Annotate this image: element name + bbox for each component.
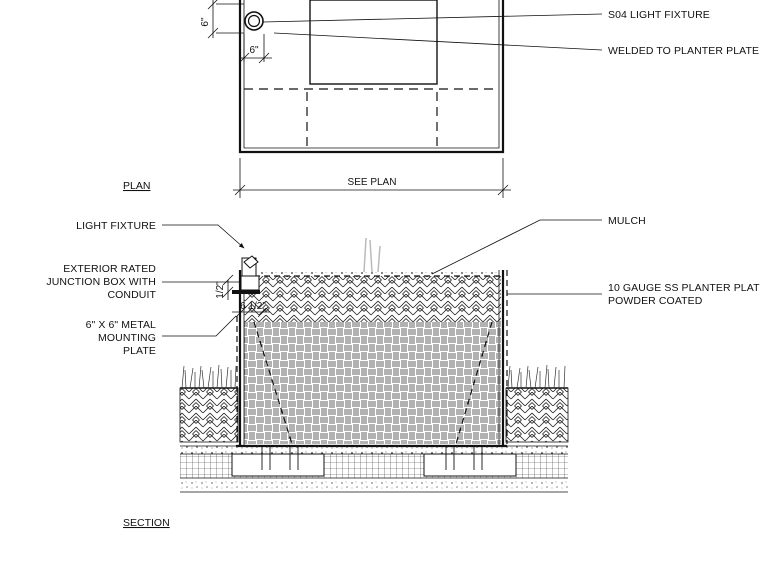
dim-six-half-inch: 6 1/2" <box>240 301 266 312</box>
callout-junction-box-line2: JUNCTION BOX WITH <box>46 276 156 288</box>
callout-planter-plate-line1: 10 GAUGE SS PLANTER PLATE <box>608 282 760 294</box>
leader-mulch <box>431 219 602 275</box>
subgrade-speckle <box>180 480 568 490</box>
dim-half-inch: 1/2" <box>215 281 226 299</box>
callout-mounting-plate-line2: MOUNTING <box>98 332 156 344</box>
callout-s04-light-fixture: S04 LIGHT FIXTURE <box>608 9 710 21</box>
footing-left <box>231 453 325 477</box>
footing-anchors <box>261 446 483 470</box>
plan-title: PLAN <box>123 180 150 192</box>
callout-light-fixture: LIGHT FIXTURE <box>76 220 156 232</box>
plan-dim-vertical: 6" <box>200 0 244 39</box>
plan-dim-6-horizontal: 6" <box>249 45 259 56</box>
grass-right <box>507 364 566 389</box>
section-dim-half-inch: 1/2" <box>215 274 234 300</box>
dim-see-plan: SEE PLAN <box>348 177 397 188</box>
leader-light-fixture <box>162 224 245 249</box>
plan-opening <box>309 0 438 85</box>
junction-box <box>240 275 260 291</box>
section-title: SECTION <box>123 517 170 529</box>
grass-left <box>181 364 237 389</box>
callout-welded-to-plate: WELDED TO PLANTER PLATE <box>608 45 759 57</box>
callout-junction-box-line3: CONDUIT <box>107 289 156 301</box>
section-view: 1/2" 6 1/2" LIGHT FIXTURE EXTERIOR RATED… <box>46 215 760 529</box>
plant-ghost <box>363 237 381 273</box>
mulch-layer <box>244 276 501 322</box>
plan-view: 6" 6" S04 LIGHT FIXTURE WELDED TO PLANTE… <box>123 0 759 198</box>
planting-soil <box>244 322 501 444</box>
paving-right <box>505 387 569 443</box>
mulch-top-band <box>244 272 501 277</box>
light-fixture-symbol <box>244 11 264 31</box>
paving-left <box>179 387 239 443</box>
footing-right <box>423 453 517 477</box>
planter-inner-plan <box>243 0 500 149</box>
drainage-gravel <box>180 446 568 454</box>
callout-planter-plate-line2: POWDER COATED <box>608 295 703 307</box>
light-fixture-symbol-inner <box>247 14 261 28</box>
planter-outline-plan <box>238 0 505 154</box>
hidden-slope-left <box>253 321 293 445</box>
hidden-slope-right <box>455 321 493 445</box>
callout-mounting-plate-line3: PLATE <box>123 345 156 357</box>
section-dim-six-half: 6 1/2" <box>232 301 270 318</box>
callout-mounting-plate-line1: 6" X 6" METAL <box>86 319 156 331</box>
leader-s04-light <box>262 13 603 23</box>
callout-mulch: MULCH <box>608 215 646 227</box>
mounting-plate <box>232 290 260 294</box>
see-plan-dimension: SEE PLAN <box>233 158 511 198</box>
leader-mounting-plate <box>162 315 237 337</box>
section-light-fixture <box>232 255 260 294</box>
leader-welded <box>273 32 603 51</box>
plan-dim-horizontal: 6" <box>238 34 272 64</box>
callout-junction-box-line1: EXTERIOR RATED <box>63 263 156 275</box>
plan-dim-6-vertical: 6" <box>200 17 211 27</box>
